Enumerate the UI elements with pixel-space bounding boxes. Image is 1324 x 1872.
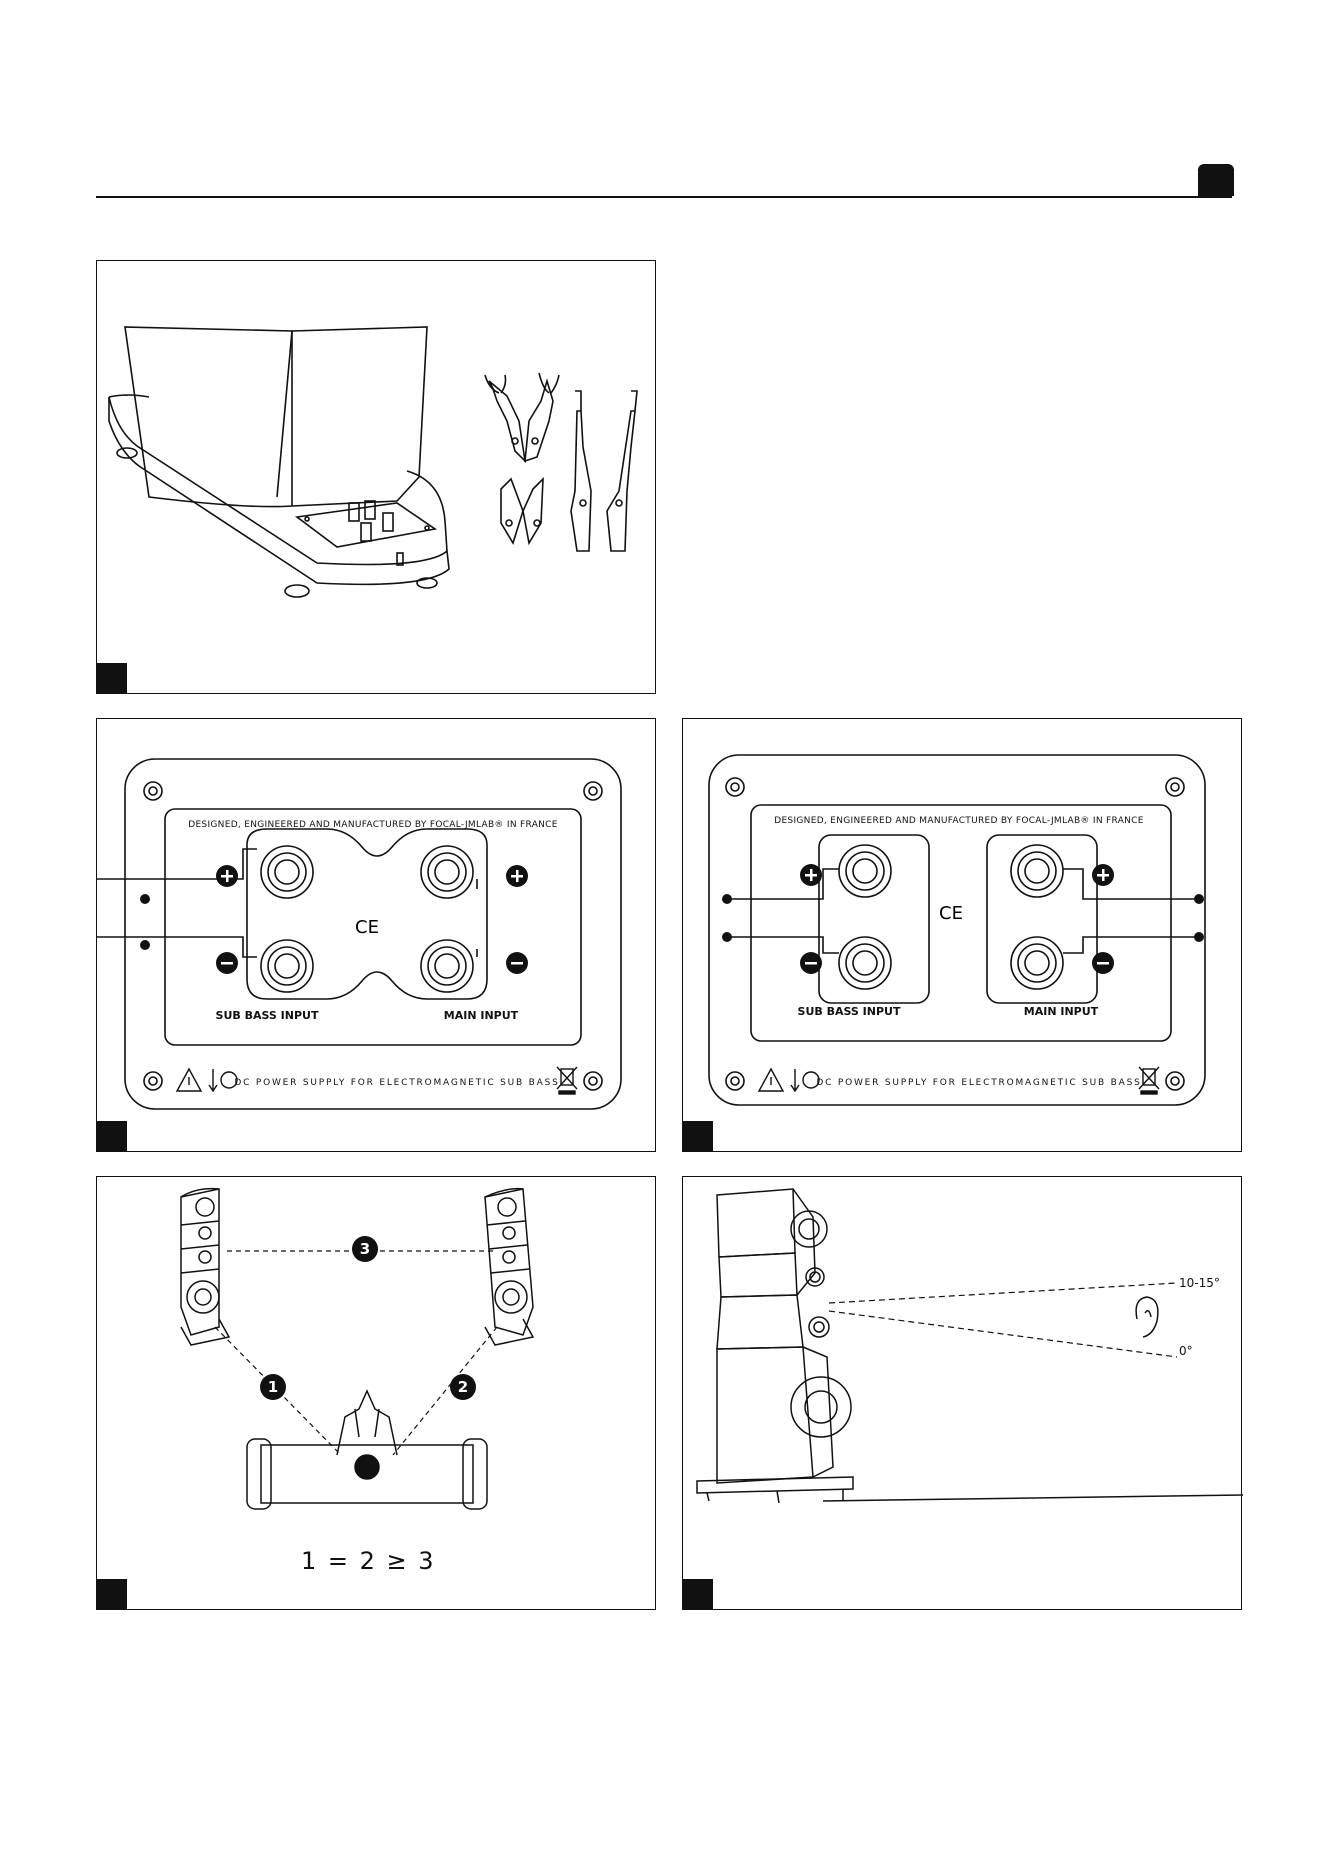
plate-designed-text: DESIGNED, ENGINEERED AND MANUFACTURED BY… <box>774 816 1144 826</box>
terminal-plate-bridged-illustration: DESIGNED, ENGINEERED AND MANUFACTURED BY… <box>97 758 622 1110</box>
figure-number-badge <box>97 663 127 693</box>
ce-mark: CE <box>355 917 379 938</box>
marker-2: 2 <box>458 1378 468 1396</box>
sub-bass-input-label: SUB BASS INPUT <box>216 1009 319 1022</box>
sub-bass-input-label: SUB BASS INPUT <box>798 1005 901 1018</box>
main-input-label: MAIN INPUT <box>1024 1005 1099 1018</box>
ear-icon <box>1135 1296 1159 1338</box>
listening-angle-illustration: 10-15° 0° <box>696 1188 1243 1504</box>
main-input-label: MAIN INPUT <box>444 1009 519 1022</box>
figure-listening-angle: 10-15° 0° <box>682 1176 1243 1610</box>
figure-terminal-plate-biwired: DESIGNED, ENGINEERED AND MANUFACTURED BY… <box>682 718 1242 1152</box>
figure-listening-position: 3 1 2 1 = 2 ≥ 3 <box>96 1176 656 1610</box>
angle-bottom-label: 0° <box>1179 1344 1193 1358</box>
figure-speaker-connectors <box>96 260 656 694</box>
figure-number-badge <box>97 1121 127 1151</box>
figure-number-badge <box>683 1579 713 1609</box>
warning-icon <box>175 1067 203 1092</box>
terminal-plate-biwired-illustration: DESIGNED, ENGINEERED AND MANUFACTURED BY… <box>708 754 1206 1106</box>
figure-terminal-plate-bridged: DESIGNED, ENGINEERED AND MANUFACTURED BY… <box>96 718 656 1152</box>
distance-markers: 3 1 2 <box>260 1236 476 1400</box>
dc-connector-icon <box>208 1069 238 1093</box>
speaker-base-illustration <box>108 326 638 598</box>
dc-power-text: DC POWER SUPPLY FOR ELECTROMAGNETIC SUB … <box>816 1078 1141 1088</box>
weee-bin-icon <box>1138 1066 1160 1095</box>
figure-number-badge <box>683 1121 713 1151</box>
listening-position-illustration: 3 1 2 <box>180 1187 535 1510</box>
distance-formula: 1 = 2 ≥ 3 <box>301 1547 436 1575</box>
header-rule <box>96 196 1232 198</box>
dc-power-text: DC POWER SUPPLY FOR ELECTROMAGNETIC SUB … <box>234 1078 559 1088</box>
marker-3: 3 <box>360 1240 370 1258</box>
weee-bin-icon <box>556 1066 578 1095</box>
warning-icon <box>757 1067 785 1092</box>
figure-number-badge <box>97 1579 127 1609</box>
marker-1: 1 <box>268 1378 278 1396</box>
plate-designed-text: DESIGNED, ENGINEERED AND MANUFACTURED BY… <box>188 820 558 830</box>
dc-connector-icon <box>790 1069 820 1093</box>
page-tab-marker <box>1198 164 1234 196</box>
ce-mark: CE <box>939 903 963 924</box>
angle-top-label: 10-15° <box>1179 1276 1220 1290</box>
